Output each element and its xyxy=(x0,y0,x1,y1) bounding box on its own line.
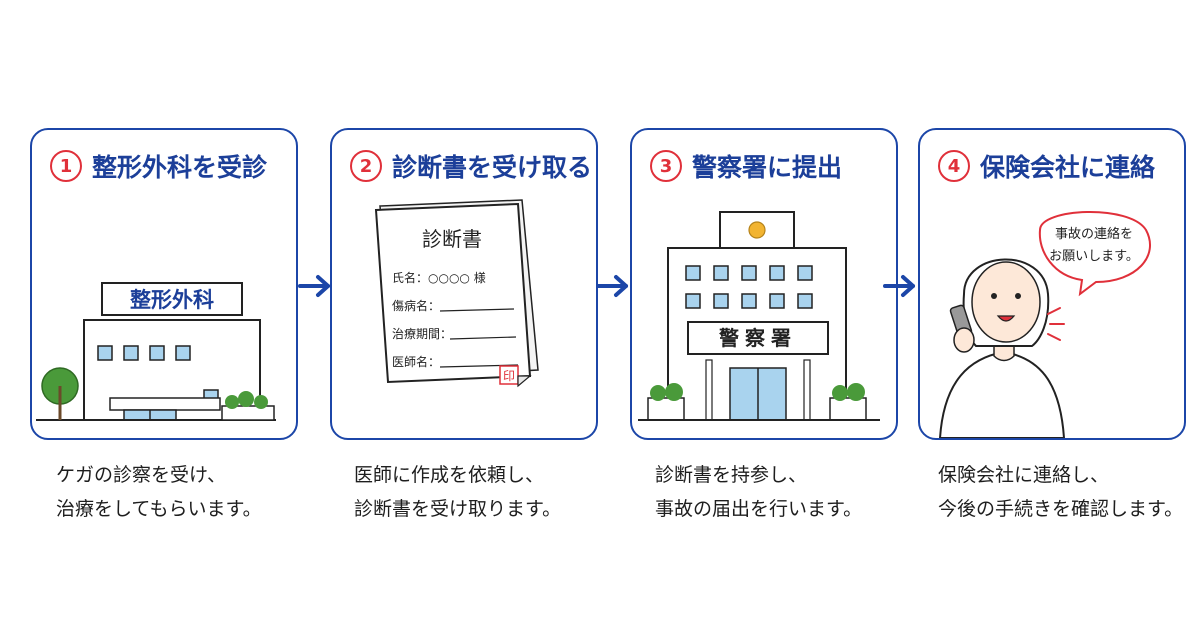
document-line-period: 治療期間： xyxy=(392,327,452,341)
speech-line-2: お願いします。 xyxy=(1049,249,1139,264)
caption-line: 今後の手続きを確認します。 xyxy=(938,498,1184,520)
step-caption-2: 医師に作成を依頼し、 診断書を受け取ります。 xyxy=(354,458,654,526)
document-line-injury: 傷病名： xyxy=(392,298,440,313)
step-number-1: 1 xyxy=(50,150,82,182)
hospital-icon: 整形外科 xyxy=(36,282,276,421)
step-number-4: 4 xyxy=(938,150,970,182)
step-number-2: 2 xyxy=(350,150,382,182)
step-caption-1: ケガの診察を受け、 治療をしてもらいます。 xyxy=(56,458,356,526)
document-heading: 診断書 xyxy=(422,227,482,251)
step-card-4: 4 保険会社に連絡 事故の連絡を お願いします。 xyxy=(918,128,1186,440)
document-line-doctor: 医師名： xyxy=(392,354,440,369)
document-stamp: 印 xyxy=(503,369,515,383)
stamp-icon xyxy=(499,365,519,385)
arrow-right-icon xyxy=(298,275,330,297)
speech-line-1: 事故の連絡を xyxy=(1055,226,1133,242)
person-phone-icon: 事故の連絡を お願いします。 xyxy=(938,211,1151,438)
police-station-icon: 警察署 xyxy=(638,211,880,421)
document-line-name: 氏名：○○○○ 様 xyxy=(392,270,486,285)
police-sign: 警察署 xyxy=(719,326,797,350)
step-title-text-1: 整形外科を受診 xyxy=(92,153,268,182)
arrow-right-icon xyxy=(883,275,915,297)
step-title-3: 3 警察署に提出 xyxy=(650,148,886,184)
step-title-text-3: 警察署に提出 xyxy=(692,153,843,182)
police-emblem-icon xyxy=(748,221,766,239)
step-caption-4: 保険会社に連絡し、 今後の手続きを確認します。 xyxy=(938,458,1200,526)
step-title-text-2: 診断書を受け取る xyxy=(392,153,593,182)
caption-line: 保険会社に連絡し、 xyxy=(938,464,1110,486)
step-title-2: 2 診断書を受け取る xyxy=(350,148,592,184)
caption-line: 医師に作成を依頼し、 xyxy=(354,464,545,486)
speech-bubble xyxy=(1038,211,1151,297)
step-card-2: 2 診断書を受け取る 診断書 氏名：○○○○ 様 傷病名： 治療期間： 医師名：… xyxy=(330,128,598,440)
step-caption-3: 診断書を持参し、 事故の届出を行います。 xyxy=(655,458,955,526)
step-card-3: 3 警察署に提出 警察署 xyxy=(630,128,898,440)
arrow-right-icon xyxy=(596,275,628,297)
step-title-text-4: 保険会社に連絡 xyxy=(980,153,1156,182)
step-number-3: 3 xyxy=(650,150,682,182)
caption-line: 治療をしてもらいます。 xyxy=(56,498,262,520)
caption-line: 診断書を持参し、 xyxy=(655,464,808,486)
caption-line: 事故の届出を行います。 xyxy=(655,498,863,520)
step-title-1: 1 整形外科を受診 xyxy=(50,148,286,184)
hospital-sign: 整形外科 xyxy=(130,288,214,312)
document-icon: 診断書 氏名：○○○○ 様 傷病名： 治療期間： 医師名： 印 xyxy=(374,199,539,388)
step-title-4: 4 保険会社に連絡 xyxy=(938,148,1174,184)
caption-line: ケガの診察を受け、 xyxy=(56,464,227,486)
caption-line: 診断書を受け取ります。 xyxy=(354,498,562,520)
step-card-1: 1 整形外科を受診 整形外科 xyxy=(30,128,298,440)
